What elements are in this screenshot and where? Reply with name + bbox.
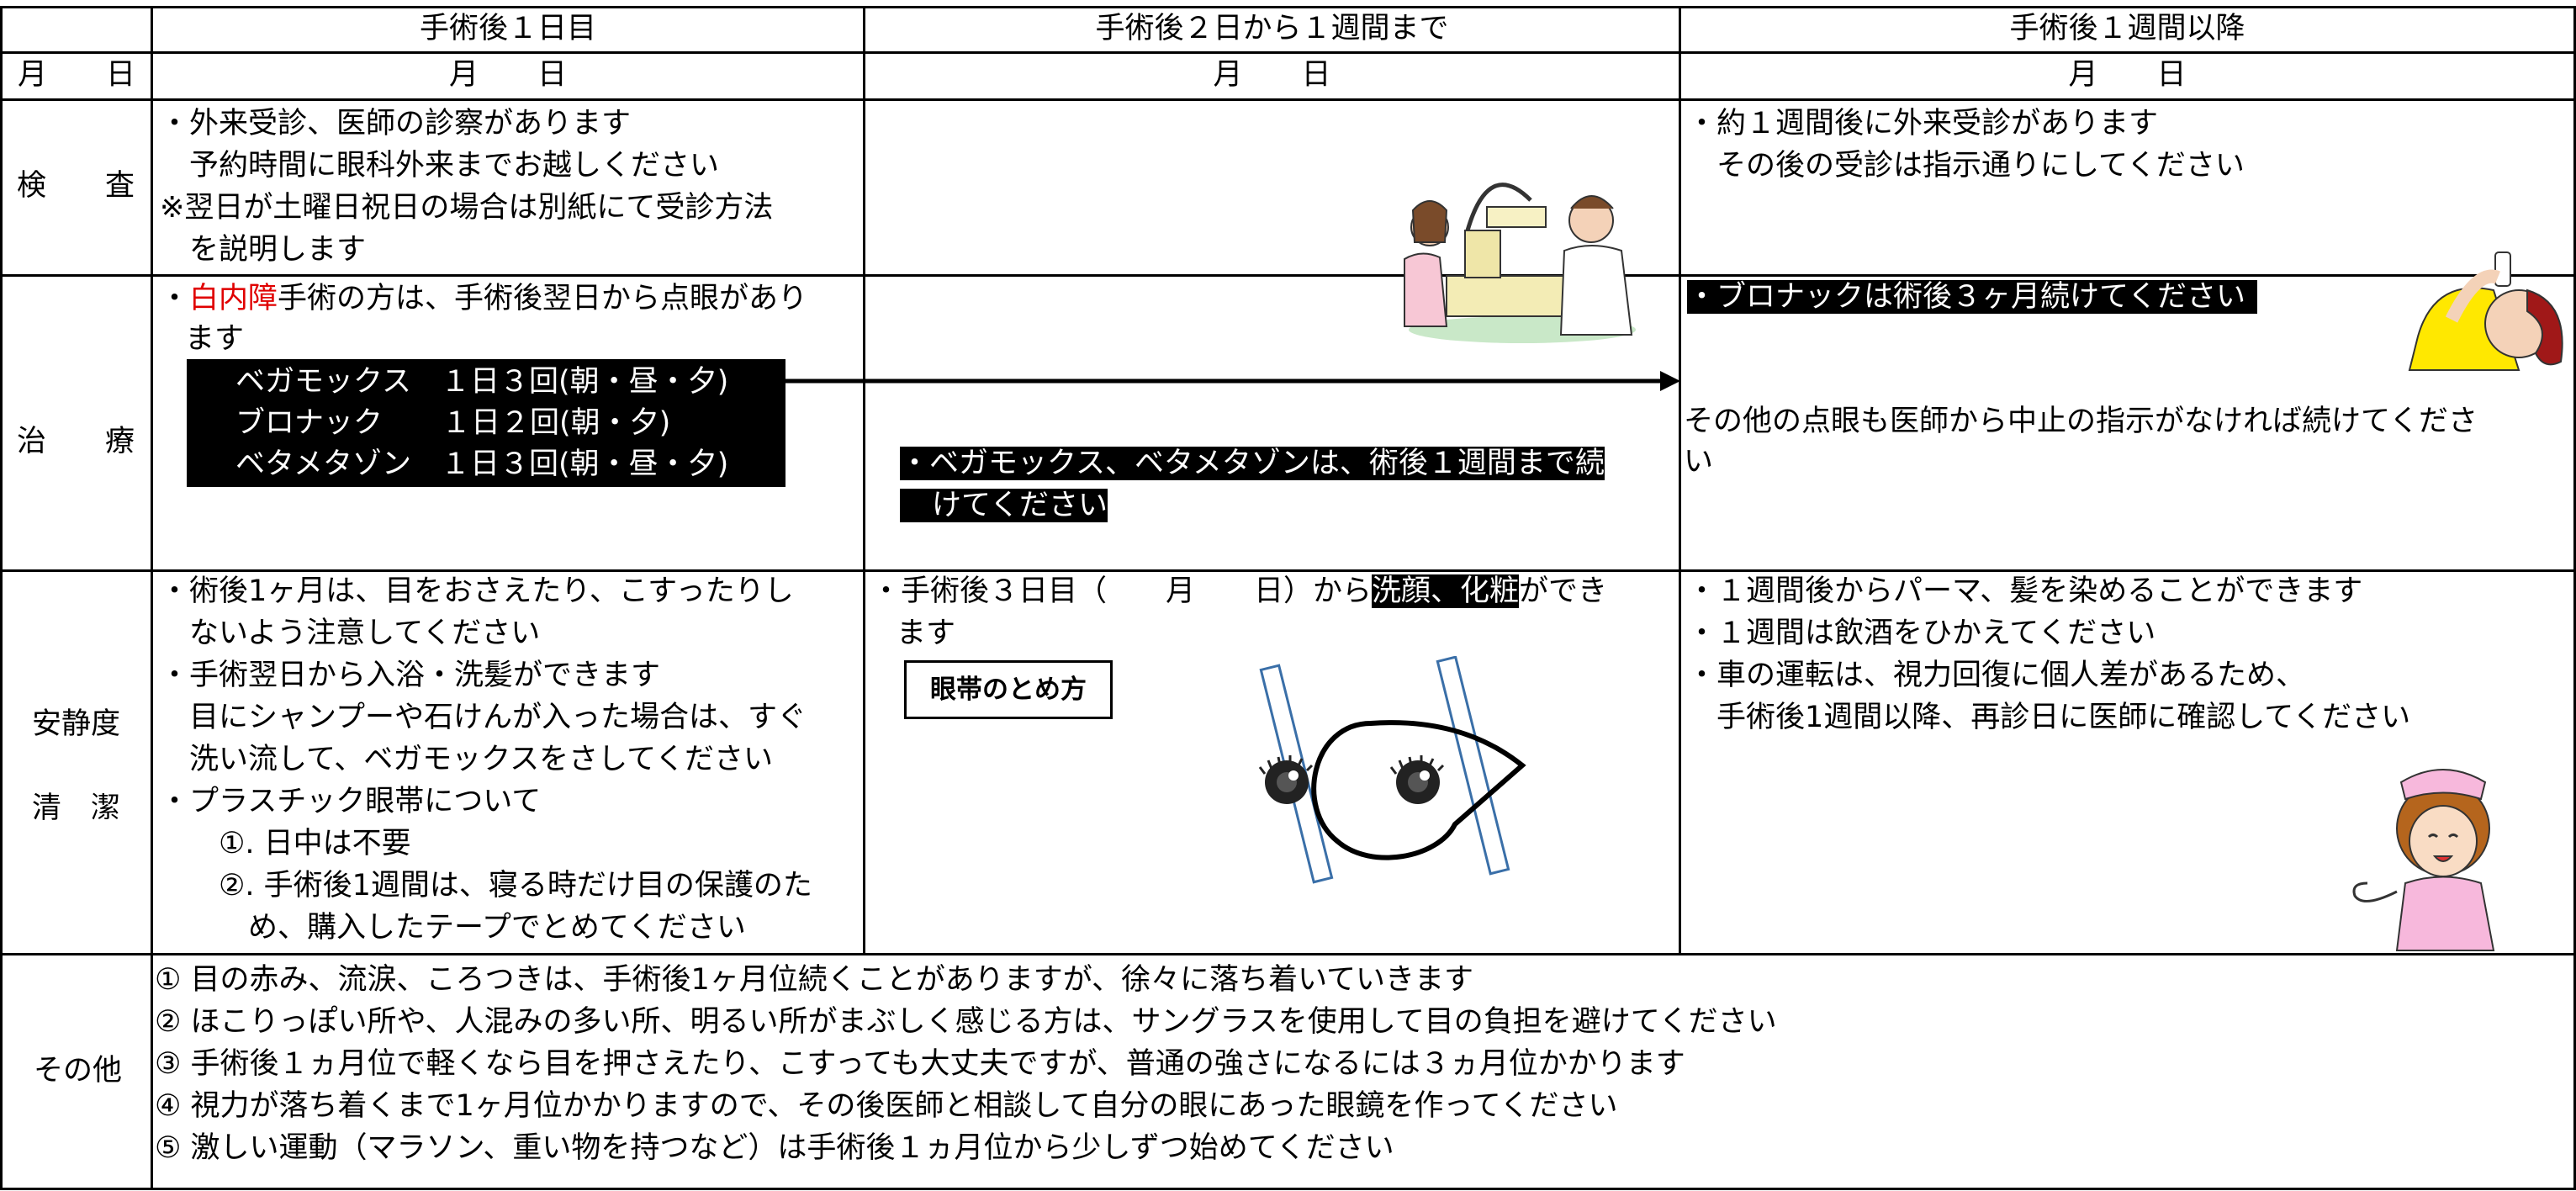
grid-line (2573, 6, 2576, 1190)
row-label-clean: 清 潔 (32, 791, 121, 825)
eye-exam-illustration-icon (1404, 183, 1636, 343)
grid-line (0, 569, 2576, 572)
rest-day1-line: め、購入したテープでとめてください (160, 911, 746, 945)
rest-day1-line: ・手術翌日から入浴・洗髪ができます (160, 659, 661, 692)
date-cell-day2: 月 日 (1213, 58, 1331, 92)
rest-after-line: ・車の運転は、視力回復に個人差があるため、 (1687, 659, 2306, 692)
rest-day1-line: ・術後1ヶ月は、目をおさえたり、こすったりし (160, 574, 794, 608)
row-label-rest: 安静度 (32, 707, 121, 741)
rest-day2-line2: ます (897, 617, 956, 650)
other-item: ④ 視力が落ち着くまで1ヶ月位かかりますので、その後医師と相談して自分の眼にあっ… (155, 1089, 1618, 1123)
rest-day1-line: 洗い流して、ベガモックスをさしてください (160, 743, 774, 776)
rest-day1-line: ①. 日中は不要 (160, 827, 411, 860)
other-item: ② ほこりっぽい所や、人混みの多い所、明るい所がまぶしく感じる方は、サングラスを… (155, 1005, 1777, 1039)
grid-line (0, 6, 3, 1190)
grid-line (863, 6, 865, 955)
treatment-after-highlight: ・ブロナックは術後３ヶ月続けてください (1687, 278, 2257, 316)
drug-vegamox: ベガモックス １日３回(朝・昼・夕) (235, 365, 729, 399)
rest-after-line: ・１週間後からパーマ、髪を染めることができます (1687, 574, 2363, 608)
rest-after-line: 手術後1週間以降、再診日に医師に確認してください (1687, 701, 2411, 734)
row-label-exam: 検 査 (17, 169, 135, 203)
grid-line (0, 51, 2576, 54)
rest-after-line: ・１週間は飲酒をひかえてください (1687, 617, 2156, 650)
rest-day1-line: ・プラスチック眼帯について (160, 785, 542, 818)
grid-line (0, 274, 2576, 277)
grid-line (0, 98, 2576, 101)
date-row-label: 月 日 (17, 58, 135, 92)
rest-day1-line: 目にシャンプーや石けんが入った場合は、すぐ (160, 701, 807, 734)
right-eye (1389, 755, 1445, 804)
eyedrop-illustration-icon (2408, 251, 2563, 371)
nurse-illustration-icon (2352, 769, 2495, 951)
eyepatch-howto-button[interactable]: 眼帯のとめ方 (904, 660, 1113, 719)
row-label-other: その他 (34, 1054, 123, 1088)
other-item: ③ 手術後１ヵ月位で軽くなら目を押さえたり、こすっても大丈夫ですが、普通の強さに… (155, 1047, 1685, 1081)
row-label-treatment: 治 療 (17, 425, 135, 458)
treatment-day1-line2: ます (185, 322, 245, 356)
arrow-right-icon (785, 371, 1680, 391)
date-cell-day1: 月 日 (448, 58, 567, 92)
header-day2-week1: 手術後２日から１週間まで (1095, 12, 1449, 45)
drug-betamethasone: ベタメタゾン １日３回(朝・昼・夕) (235, 447, 729, 481)
eyepatch-diagram-icon (1258, 656, 1526, 884)
drug-bronuck: ブロナック １日２回(朝・夕) (235, 406, 671, 440)
treatment-day1-text: 手術の方は、手術後翌日から点眼があり (278, 282, 808, 315)
face-wash-makeup-highlight: 洗顔、化粧 (1372, 574, 1520, 608)
treatment-after-line2: い (1684, 445, 1714, 479)
grid-line (151, 6, 153, 1190)
other-item: ⑤ 激しい運動（マラソン、重い物を持つなど）は手術後１ヵ月位から少しずつ始めてく… (155, 1131, 1394, 1165)
exam-after-line: ・約１週間後に外来受診があります (1687, 107, 2159, 140)
grid-line (0, 6, 2576, 8)
eyedrop-schedule-box: ベガモックス １日３回(朝・昼・夕) ブロナック １日２回(朝・夕) ベタメタゾ… (187, 359, 785, 487)
header-day1: 手術後１日目 (419, 12, 596, 45)
left-eye (1258, 755, 1314, 804)
other-item: ① 目の赤み、流涙、ころつきは、手術後1ヶ月位続くことがありますが、徐々に落ち着… (155, 963, 1474, 997)
date-cell-after: 月 日 (2068, 58, 2187, 92)
grid-line (0, 953, 2576, 955)
rest-day2-line1: ・手術後３日目（ 月 日）から洗顔、化粧ができ (871, 574, 1608, 608)
rest-day1-line: ②. 手術後1週間は、寝る時だけ目の保護のた (160, 869, 812, 903)
rest-day1-line: ないよう注意してください (160, 617, 541, 650)
treatment-day1-line: ・白内障手術の方は、手術後翌日から点眼があり (160, 279, 807, 318)
header-after-week1: 手術後１週間以降 (2009, 12, 2245, 45)
exam-after-line: その後の受診は指示通りにしてください (1687, 149, 2245, 183)
bullet: ・ (160, 282, 190, 315)
treatment-day2-line2: けてください (900, 486, 1108, 525)
grid-line (0, 1188, 2576, 1190)
treatment-after-line1: その他の点眼も医師から中止の指示がなければ続けてくださ (1684, 405, 2478, 438)
exam-day1-line: を説明します (160, 233, 367, 267)
treatment-day2-line1: ・ベガモックス、ベタメタゾンは、術後１週間まで続 (900, 447, 1605, 480)
exam-day1-line: ※翌日が土曜日祝日の場合は別紙にて受診方法 (160, 191, 774, 225)
grid-line (1679, 6, 1681, 955)
exam-day1-line: 予約時間に眼科外来までお越しください (160, 149, 720, 183)
cataract-term: 白内障 (189, 282, 278, 315)
exam-day1-line: ・外来受診、医師の診察があります (160, 107, 632, 140)
